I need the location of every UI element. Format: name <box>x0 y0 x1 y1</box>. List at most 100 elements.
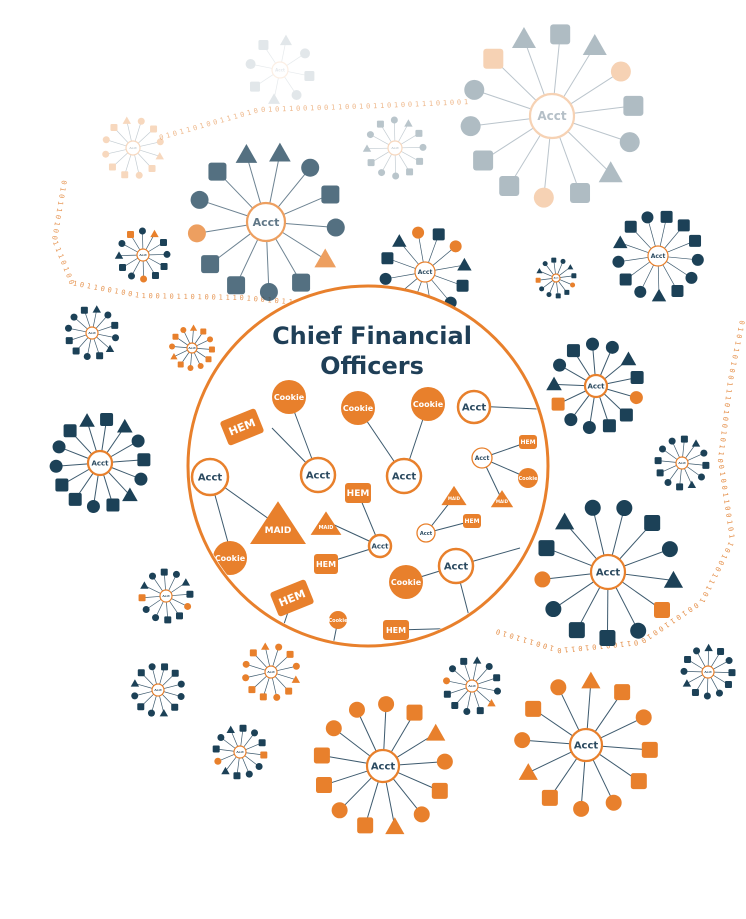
binary-digit: 1 <box>726 540 735 547</box>
entity-node <box>599 629 616 646</box>
entity-node <box>212 745 220 753</box>
entity-node <box>226 725 235 734</box>
binary-digit: 0 <box>719 478 728 483</box>
binary-digit: 1 <box>529 637 535 646</box>
entity-node <box>190 190 209 209</box>
cluster-edge <box>476 689 492 704</box>
binary-digit: 1 <box>443 99 448 107</box>
entity-node <box>138 594 146 602</box>
binary-digit: 0 <box>275 105 279 113</box>
cluster-edge <box>134 683 153 689</box>
binary-digit: 1 <box>704 584 713 591</box>
hem-node-label: HEM <box>386 626 406 635</box>
entity-node <box>684 655 692 663</box>
acct-hub <box>245 201 287 243</box>
entity-node <box>255 763 263 771</box>
cookie-node-label: Cookie <box>519 476 539 482</box>
account-cluster: Acct <box>169 324 215 371</box>
entity-node <box>366 131 374 139</box>
acct-hub <box>186 342 198 354</box>
binary-digit: 1 <box>93 283 99 292</box>
binary-digit: 1 <box>719 430 727 435</box>
entity-node <box>546 376 562 391</box>
cluster-edge <box>573 105 634 114</box>
binary-digit: 1 <box>564 645 569 653</box>
binary-digit: 1 <box>718 471 727 476</box>
entity-node <box>49 459 63 473</box>
account-cluster: Acct <box>130 663 185 717</box>
entity-node <box>169 343 176 350</box>
binary-digit: 0 <box>59 180 68 185</box>
hem-node-label: HEM <box>464 518 479 525</box>
hem-node: HEM <box>519 435 537 449</box>
entity-node <box>150 229 159 238</box>
binary-digit: 0 <box>261 106 265 114</box>
entity-node <box>535 277 541 283</box>
entity-node <box>242 674 250 682</box>
binary-digit: 1 <box>373 102 377 110</box>
entity-node <box>321 185 340 204</box>
acct-label: Acct <box>253 216 280 229</box>
binary-digit: 1 <box>719 553 728 560</box>
cookie-node-label: Cookie <box>391 578 422 587</box>
entity-node <box>381 252 394 265</box>
binary-digit: 1 <box>114 287 120 296</box>
binary-digit: 0 <box>100 285 106 294</box>
binary-digit: 1 <box>282 105 286 113</box>
cluster-edge <box>522 739 571 745</box>
entity-node <box>111 321 119 329</box>
entity-node <box>292 273 311 292</box>
entity-node <box>186 590 194 598</box>
binary-digit: 0 <box>317 104 321 112</box>
entity-node <box>127 231 135 239</box>
entity-node <box>273 693 281 701</box>
entity-node <box>651 288 667 302</box>
entity-node <box>137 703 145 711</box>
entity-node <box>187 364 194 371</box>
binary-digit: 0 <box>127 290 133 299</box>
acct-node-label: Acct <box>420 531 433 537</box>
entity-node <box>717 648 725 656</box>
binary-digit: 0 <box>717 464 726 469</box>
binary-digit: 0 <box>716 458 724 463</box>
maid-node-label: MAID <box>448 496 461 501</box>
entity-node <box>582 34 607 56</box>
entity-node <box>245 770 253 778</box>
entity-node <box>641 211 654 224</box>
entity-node <box>654 457 662 465</box>
binary-digit: 0 <box>401 101 406 109</box>
cluster-edge <box>474 89 532 110</box>
acct-hub <box>583 373 609 399</box>
cookie-node <box>389 565 423 599</box>
acct-node-label: Acct <box>392 472 417 483</box>
cluster-edge <box>286 53 306 66</box>
entity-node <box>357 817 374 834</box>
binary-digit: 0 <box>686 605 694 614</box>
acct-label: Acct <box>678 461 686 465</box>
entity-node <box>217 733 225 741</box>
acct-hub <box>465 679 479 693</box>
entity-node <box>582 420 596 434</box>
entity-node <box>285 687 293 695</box>
cluster-edge <box>492 58 537 101</box>
binary-digit: 1 <box>415 100 420 108</box>
binary-digit: 0 <box>701 590 710 597</box>
binary-digit: 1 <box>86 282 92 291</box>
binary-digit: 0 <box>535 639 541 648</box>
binary-digit: 0 <box>366 102 370 110</box>
binary-digit: 1 <box>627 639 632 647</box>
binary-digit: 1 <box>310 104 314 112</box>
binary-digit: 0 <box>204 293 208 301</box>
entity-node <box>301 158 320 177</box>
cluster-edge <box>434 264 465 271</box>
entity-node <box>406 704 423 721</box>
entity-node <box>131 692 139 700</box>
binary-digit: 0 <box>192 124 198 133</box>
binary-digit: 0 <box>737 320 746 326</box>
cluster-edge <box>107 471 131 496</box>
binary-digit: 1 <box>183 293 187 301</box>
entity-node <box>598 161 623 183</box>
binary-digit: 1 <box>724 388 732 393</box>
entity-node <box>406 168 414 176</box>
account-cluster: Acct <box>534 499 684 646</box>
